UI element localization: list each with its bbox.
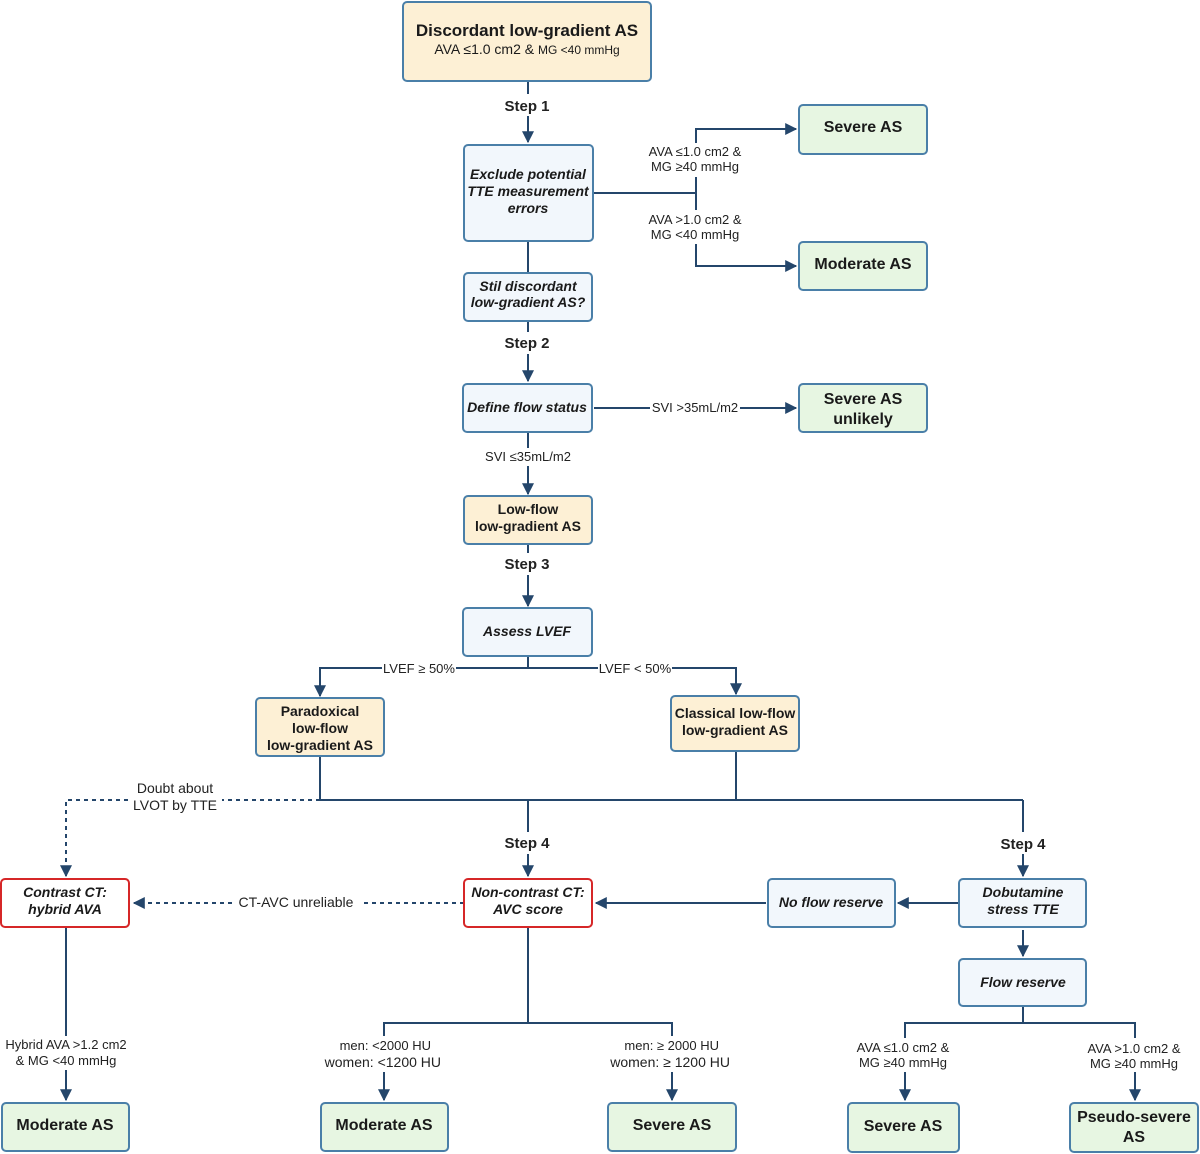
paradoxical-line-2: low-flow bbox=[292, 720, 348, 736]
node-contrast-ct-hybrid-ava: Contrast CT: hybrid AVA bbox=[0, 878, 130, 928]
fr-severe-label-1: AVA ≤1.0 cm2 & bbox=[857, 1040, 950, 1055]
women-low-label: women: <1200 HU bbox=[324, 1054, 441, 1070]
doubt-label-1: Doubt about bbox=[137, 780, 213, 796]
node-assess-lvef: Assess LVEF bbox=[462, 607, 593, 657]
ct-unreliable-label: CT-AVC unreliable bbox=[239, 894, 354, 910]
fr-severe-label-2: MG ≥40 mmHg bbox=[859, 1055, 947, 1070]
hybrid-label-1: Hybrid AVA >1.2 cm2 bbox=[5, 1037, 126, 1052]
discordant-title: Discordant low-gradient AS bbox=[416, 21, 638, 40]
still-line-2: low-gradient AS? bbox=[471, 294, 586, 310]
lowflow-line-2: low-gradient AS bbox=[475, 518, 581, 534]
node-severe-as-right: Severe AS bbox=[847, 1102, 960, 1153]
pseudo-line-1: Pseudo-severe bbox=[1077, 1109, 1191, 1126]
women-high-label: women: ≥ 1200 HU bbox=[609, 1054, 730, 1070]
edge-doubt-to-contrast bbox=[60, 799, 320, 878]
lvef-label: Assess LVEF bbox=[482, 623, 571, 639]
node-severe-as-top: Severe AS bbox=[798, 104, 928, 155]
exclude-line-2: TTE measurement bbox=[467, 183, 590, 199]
node-flow-reserve: Flow reserve bbox=[958, 958, 1087, 1007]
connectors bbox=[60, 82, 1141, 1102]
node-moderate-as-mid: Moderate AS bbox=[320, 1102, 449, 1152]
lvef-high-label: LVEF ≥ 50% bbox=[383, 661, 455, 676]
contrast-ct-line-1: Contrast CT: bbox=[23, 884, 107, 900]
dobutamine-line-1: Dobutamine bbox=[983, 884, 1064, 900]
step-1-label: Step 1 bbox=[504, 98, 549, 115]
node-severe-as-mid: Severe AS bbox=[607, 1102, 737, 1152]
discordant-subtitle: AVA ≤1.0 cm2 & MG <40 mmHg bbox=[434, 41, 619, 57]
ava-moderate-label-1: AVA >1.0 cm2 & bbox=[648, 212, 741, 227]
ava-moderate-label-2: MG <40 mmHg bbox=[651, 227, 740, 242]
node-non-contrast-ct-avc: Non-contrast CT: AVC score bbox=[463, 878, 593, 928]
node-define-flow-status: Define flow status bbox=[462, 383, 593, 433]
lvef-low-label: LVEF < 50% bbox=[599, 661, 672, 676]
step-3-label: Step 3 bbox=[504, 556, 549, 573]
hybrid-label-2: & MG <40 mmHg bbox=[16, 1053, 117, 1068]
classical-line-2: low-gradient AS bbox=[682, 722, 788, 738]
noncontrast-line-2: AVC score bbox=[492, 901, 563, 917]
pseudo-line-2: AS bbox=[1123, 1129, 1146, 1146]
fr-pseudo-label-2: MG ≥40 mmHg bbox=[1090, 1056, 1178, 1071]
edge-fr-severe bbox=[899, 1022, 1023, 1102]
severe-right-label: Severe AS bbox=[864, 1118, 943, 1135]
node-exclude-tte-errors: Exclude potential TTE measurement errors bbox=[463, 144, 594, 242]
node-moderate-as-top: Moderate AS bbox=[798, 241, 928, 291]
step-4-right-label: Step 4 bbox=[1000, 836, 1046, 853]
lowflow-line-1: Low-flow bbox=[498, 501, 559, 517]
node-low-flow-low-gradient-as: Low-flow low-gradient AS bbox=[463, 495, 593, 545]
edge-to-paradoxical bbox=[314, 667, 528, 698]
exclude-line-1: Exclude potential bbox=[470, 166, 587, 182]
node-moderate-as-left: Moderate AS bbox=[1, 1102, 130, 1152]
edge-nc-moderate bbox=[378, 1022, 528, 1102]
fr-pseudo-label-1: AVA >1.0 cm2 & bbox=[1087, 1041, 1180, 1056]
node-still-discordant: Stil discordant low-gradient AS? bbox=[463, 272, 593, 322]
no-flow-reserve-label: No flow reserve bbox=[779, 894, 883, 910]
moderate-mid-label: Moderate AS bbox=[335, 1117, 433, 1134]
node-discordant-low-gradient-as: Discordant low-gradient AS AVA ≤1.0 cm2 … bbox=[402, 1, 652, 82]
edge-merge-bar bbox=[319, 757, 1023, 801]
paradoxical-line-1: Paradoxical bbox=[281, 703, 360, 719]
exclude-line-3: errors bbox=[508, 200, 549, 216]
edge-nc-severe bbox=[528, 1022, 678, 1102]
classical-line-1: Classical low-flow bbox=[675, 705, 796, 721]
paradoxical-line-3: low-gradient AS bbox=[267, 737, 373, 753]
dobutamine-line-2: stress TTE bbox=[987, 901, 1059, 917]
node-dobutamine-stress-tte: Dobutamine stress TTE bbox=[958, 878, 1087, 928]
edge-to-classical bbox=[528, 667, 742, 696]
ava-severe-label-2: MG ≥40 mmHg bbox=[651, 159, 739, 174]
unlikely-line-2: unlikely bbox=[833, 411, 893, 428]
noncontrast-line-1: Non-contrast CT: bbox=[471, 884, 584, 900]
node-severe-as-unlikely: Severe AS unlikely bbox=[798, 383, 928, 433]
doubt-label-2: LVOT by TTE bbox=[133, 797, 217, 813]
svi-high-label: SVI >35mL/m2 bbox=[652, 400, 738, 415]
edge-labels: Step 1 AVA ≤1.0 cm2 & MG ≥40 mmHg AVA >1… bbox=[0, 94, 1188, 1072]
contrast-ct-line-2: hybrid AVA bbox=[28, 901, 102, 917]
flow-status-label: Define flow status bbox=[467, 399, 587, 415]
edge-fr-pseudo bbox=[1023, 1022, 1141, 1102]
flow-reserve-label: Flow reserve bbox=[980, 974, 1066, 990]
unlikely-line-1: Severe AS bbox=[824, 391, 903, 408]
men-low-label: men: <2000 HU bbox=[340, 1038, 431, 1053]
node-pseudo-severe-as: Pseudo-severe AS bbox=[1069, 1102, 1199, 1153]
ava-severe-label-1: AVA ≤1.0 cm2 & bbox=[649, 144, 742, 159]
severe-top-label: Severe AS bbox=[824, 119, 903, 136]
step-4-mid-label: Step 4 bbox=[504, 835, 550, 852]
svi-low-label: SVI ≤35mL/m2 bbox=[485, 449, 571, 464]
men-high-label: men: ≥ 2000 HU bbox=[624, 1038, 719, 1053]
node-no-flow-reserve: No flow reserve bbox=[767, 878, 896, 928]
still-line-1: Stil discordant bbox=[479, 278, 578, 294]
moderate-left-label: Moderate AS bbox=[16, 1117, 114, 1134]
node-classical-low-flow: Classical low-flow low-gradient AS bbox=[670, 695, 800, 752]
moderate-top-label: Moderate AS bbox=[814, 256, 912, 273]
node-paradoxical-low-flow: Paradoxical low-flow low-gradient AS bbox=[255, 697, 385, 757]
severe-mid-label: Severe AS bbox=[633, 1117, 712, 1134]
step-2-label: Step 2 bbox=[504, 335, 549, 352]
